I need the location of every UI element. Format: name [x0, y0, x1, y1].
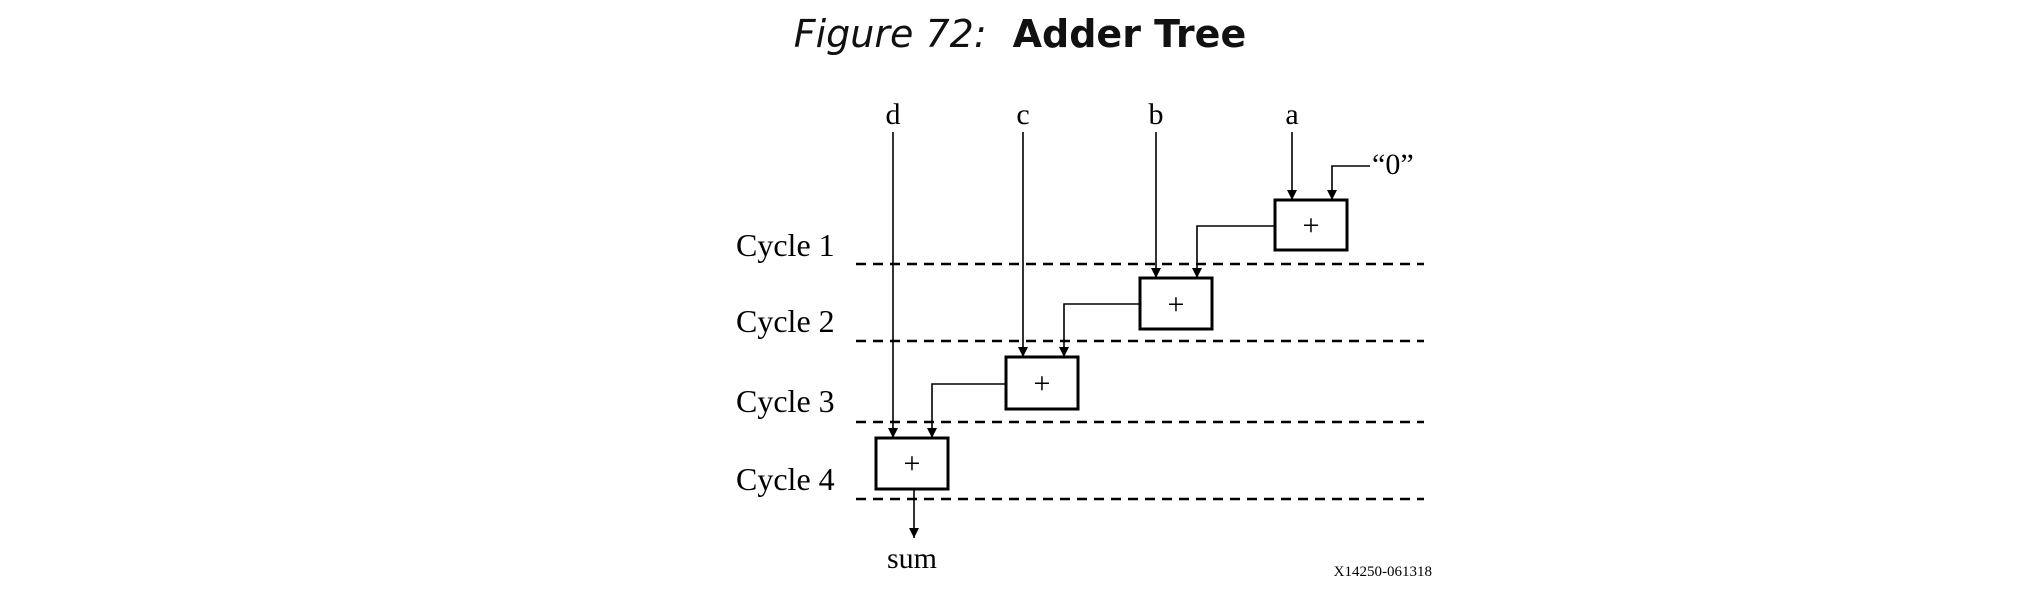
adder-1-symbol: + [1303, 209, 1320, 242]
cycle-3-label: Cycle 3 [736, 383, 835, 419]
adder-3 [1004, 355, 1080, 411]
input-label-c: c [1016, 98, 1029, 131]
wire-adder2-to-adder3 [1059, 303, 1140, 357]
input-label-a: a [1285, 98, 1298, 131]
figure-caption: Figure 72: Adder Tree [0, 8, 2040, 61]
input-label-zero: “0” [1372, 148, 1414, 181]
input-label-d: d [886, 98, 901, 131]
cycle-4-label: Cycle 4 [736, 461, 835, 497]
adder-4 [874, 436, 950, 491]
figure-title: Adder Tree [1012, 12, 1247, 56]
adder-4-symbol: + [904, 447, 921, 480]
wire-zero [1327, 165, 1370, 200]
figure-number: Figure 72: [793, 12, 987, 56]
adder-2 [1138, 276, 1214, 331]
document-id: X14250-061318 [1334, 564, 1432, 580]
adder-2-symbol: + [1168, 288, 1185, 321]
adder-1 [1273, 198, 1349, 252]
cycle-2-label: Cycle 2 [736, 303, 835, 339]
input-label-b: b [1149, 98, 1164, 131]
cycle-1-label: Cycle 1 [736, 227, 835, 263]
wire-adder1-to-adder2 [1192, 225, 1275, 278]
output-label-sum: sum [887, 542, 937, 575]
adder-3-symbol: + [1034, 367, 1051, 400]
wire-adder3-to-adder4 [927, 383, 1006, 438]
